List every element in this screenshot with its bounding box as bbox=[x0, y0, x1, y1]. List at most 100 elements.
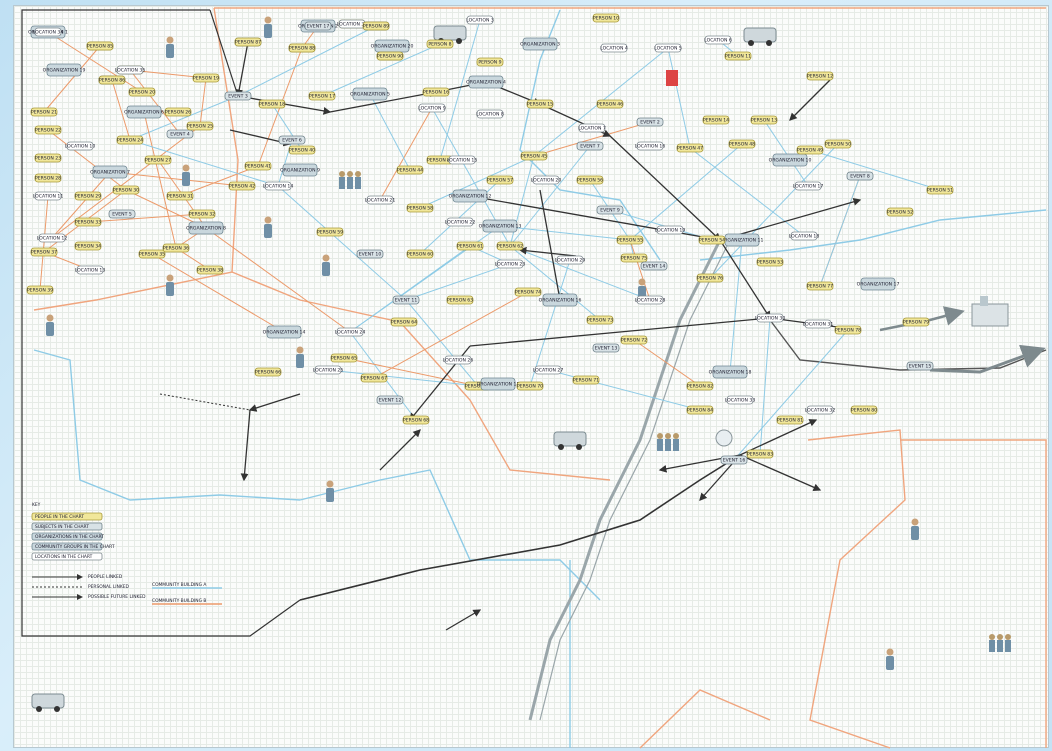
node-location-135[interactable]: LOCATION 30 bbox=[755, 313, 786, 323]
node-location-103[interactable]: LOCATION 22 bbox=[445, 217, 476, 227]
node-org-153[interactable]: ORGANIZATION 19 bbox=[43, 63, 86, 77]
node-org-121[interactable]: ORGANIZATION 15 bbox=[477, 377, 520, 391]
node-org-105[interactable]: ORGANIZATION 13 bbox=[479, 219, 522, 233]
node-person-39[interactable]: PERSON 22 bbox=[34, 125, 62, 135]
node-person-16[interactable]: PERSON 10 bbox=[592, 13, 620, 23]
node-location-119[interactable]: LOCATION 26 bbox=[443, 355, 474, 365]
node-person-41[interactable]: PERSON 23 bbox=[34, 153, 62, 163]
node-location-139[interactable]: LOCATION 31 bbox=[803, 319, 834, 329]
node-person-33[interactable]: PERSON 18 bbox=[258, 99, 286, 109]
node-location-87[interactable]: LOCATION 18 bbox=[789, 231, 820, 241]
node-location-151[interactable]: LOCATION 34 bbox=[33, 27, 64, 37]
node-event-133[interactable]: EVENT 14 bbox=[640, 261, 668, 271]
node-location-56[interactable]: LOCATION 12 bbox=[37, 233, 68, 243]
node-person-126[interactable]: PERSON 72 bbox=[620, 335, 648, 345]
node-location-30[interactable]: LOCATION 9 bbox=[418, 103, 446, 113]
node-location-127[interactable]: LOCATION 28 bbox=[635, 295, 666, 305]
node-org-15[interactable]: ORGANIZATION 3 bbox=[520, 37, 560, 51]
node-location-91[interactable]: LOCATION 19 bbox=[655, 225, 686, 235]
node-org-89[interactable]: ORGANIZATION 11 bbox=[721, 233, 764, 247]
node-person-158[interactable]: PERSON 88 bbox=[288, 43, 316, 53]
node-org-70[interactable]: ORGANIZATION 9 bbox=[280, 163, 320, 177]
node-person-85[interactable]: PERSON 51 bbox=[926, 185, 954, 195]
node-person-76[interactable]: PERSON 46 bbox=[596, 99, 624, 109]
node-org-27[interactable]: ORGANIZATION 4 bbox=[466, 75, 506, 89]
node-event-101[interactable]: EVENT 10 bbox=[356, 249, 384, 259]
node-person-38[interactable]: PERSON 21 bbox=[30, 107, 58, 117]
node-person-44[interactable]: PERSON 25 bbox=[186, 121, 214, 131]
node-person-128[interactable]: PERSON 73 bbox=[586, 315, 614, 325]
node-person-104[interactable]: PERSON 61 bbox=[456, 241, 484, 251]
node-person-55[interactable]: PERSON 33 bbox=[74, 217, 102, 227]
node-person-67[interactable]: PERSON 41 bbox=[244, 161, 272, 171]
node-location-17[interactable]: LOCATION 4 bbox=[600, 43, 628, 53]
node-org-145[interactable]: ORGANIZATION 18 bbox=[709, 365, 752, 379]
node-location-131[interactable]: LOCATION 29 bbox=[555, 255, 586, 265]
node-person-86[interactable]: PERSON 52 bbox=[886, 207, 914, 217]
node-event-84[interactable]: EVENT 8 bbox=[846, 171, 874, 181]
node-location-18[interactable]: LOCATION 5 bbox=[654, 43, 682, 53]
node-person-72[interactable]: PERSON 44 bbox=[396, 165, 424, 175]
node-person-138[interactable]: PERSON 78 bbox=[834, 325, 862, 335]
node-location-95[interactable]: LOCATION 20 bbox=[531, 175, 562, 185]
node-event-54[interactable]: EVENT 5 bbox=[108, 209, 136, 219]
node-event-93[interactable]: EVENT 9 bbox=[596, 205, 624, 215]
node-location-155[interactable]: LOCATION 35 bbox=[115, 65, 146, 75]
node-location-115[interactable]: LOCATION 25 bbox=[313, 365, 344, 375]
node-event-141[interactable]: EVENT 15 bbox=[906, 361, 934, 371]
node-person-136[interactable]: PERSON 77 bbox=[806, 281, 834, 291]
node-location-73[interactable]: LOCATION 15 bbox=[447, 155, 478, 165]
node-person-154[interactable]: PERSON 86 bbox=[98, 75, 126, 85]
node-person-124[interactable]: PERSON 71 bbox=[572, 375, 600, 385]
node-location-68[interactable]: LOCATION 14 bbox=[263, 181, 294, 191]
node-person-92[interactable]: PERSON 55 bbox=[616, 235, 644, 245]
node-person-20[interactable]: PERSON 11 bbox=[724, 51, 752, 61]
node-person-142[interactable]: PERSON 80 bbox=[850, 405, 878, 415]
node-org-113[interactable]: ORGANIZATION 14 bbox=[263, 325, 306, 339]
node-location-159[interactable]: LOCATION 36 bbox=[337, 19, 368, 29]
node-person-58[interactable]: PERSON 35 bbox=[138, 249, 166, 259]
node-person-150[interactable]: PERSON 84 bbox=[686, 405, 714, 415]
node-org-37[interactable]: ORGANIZATION 6 bbox=[124, 105, 164, 119]
node-person-106[interactable]: PERSON 62 bbox=[496, 241, 524, 251]
node-location-143[interactable]: LOCATION 32 bbox=[805, 405, 836, 415]
node-person-118[interactable]: PERSON 68 bbox=[402, 415, 430, 425]
node-location-99[interactable]: LOCATION 21 bbox=[365, 195, 396, 205]
node-org-31[interactable]: ORGANIZATION 5 bbox=[350, 87, 390, 101]
node-person-23[interactable]: PERSON 14 bbox=[702, 115, 730, 125]
node-person-12[interactable]: PERSON 8 bbox=[426, 39, 454, 49]
node-event-43[interactable]: EVENT 4 bbox=[166, 129, 194, 139]
node-location-62[interactable]: LOCATION 13 bbox=[75, 265, 106, 275]
node-org-137[interactable]: ORGANIZATION 17 bbox=[857, 277, 900, 291]
node-location-77[interactable]: LOCATION 16 bbox=[635, 141, 666, 151]
node-person-53[interactable]: PERSON 32 bbox=[188, 209, 216, 219]
node-person-29[interactable]: PERSON 16 bbox=[422, 87, 450, 97]
node-person-51[interactable]: PERSON 30 bbox=[112, 185, 140, 195]
node-person-63[interactable]: PERSON 38 bbox=[196, 265, 224, 275]
node-person-60[interactable]: PERSON 36 bbox=[162, 243, 190, 253]
node-person-144[interactable]: PERSON 81 bbox=[776, 415, 804, 425]
node-person-146[interactable]: PERSON 82 bbox=[686, 381, 714, 391]
node-location-83[interactable]: LOCATION 17 bbox=[793, 181, 824, 191]
node-person-116[interactable]: PERSON 67 bbox=[360, 373, 388, 383]
node-event-125[interactable]: EVENT 13 bbox=[592, 343, 620, 353]
node-event-109[interactable]: EVENT 11 bbox=[392, 295, 420, 305]
node-person-22[interactable]: PERSON 13 bbox=[750, 115, 778, 125]
node-person-160[interactable]: PERSON 89 bbox=[362, 21, 390, 31]
node-event-149[interactable]: EVENT 16 bbox=[720, 455, 748, 465]
node-person-90[interactable]: PERSON 54 bbox=[698, 235, 726, 245]
node-location-13[interactable]: LOCATION 3 bbox=[466, 15, 494, 25]
node-person-132[interactable]: PERSON 75 bbox=[620, 253, 648, 263]
node-org-97[interactable]: ORGANIZATION 12 bbox=[449, 189, 492, 203]
node-location-40[interactable]: LOCATION 10 bbox=[65, 141, 96, 151]
node-person-148[interactable]: PERSON 83 bbox=[746, 449, 774, 459]
node-person-78[interactable]: PERSON 47 bbox=[676, 143, 704, 153]
node-person-50[interactable]: PERSON 29 bbox=[74, 191, 102, 201]
node-person-102[interactable]: PERSON 60 bbox=[406, 249, 434, 259]
node-person-35[interactable]: PERSON 19 bbox=[192, 73, 220, 83]
node-event-65[interactable]: EVENT 6 bbox=[278, 135, 306, 145]
node-person-114[interactable]: PERSON 66 bbox=[254, 367, 282, 377]
node-person-140[interactable]: PERSON 79 bbox=[902, 317, 930, 327]
node-person-88[interactable]: PERSON 53 bbox=[756, 257, 784, 267]
node-person-21[interactable]: PERSON 12 bbox=[806, 71, 834, 81]
